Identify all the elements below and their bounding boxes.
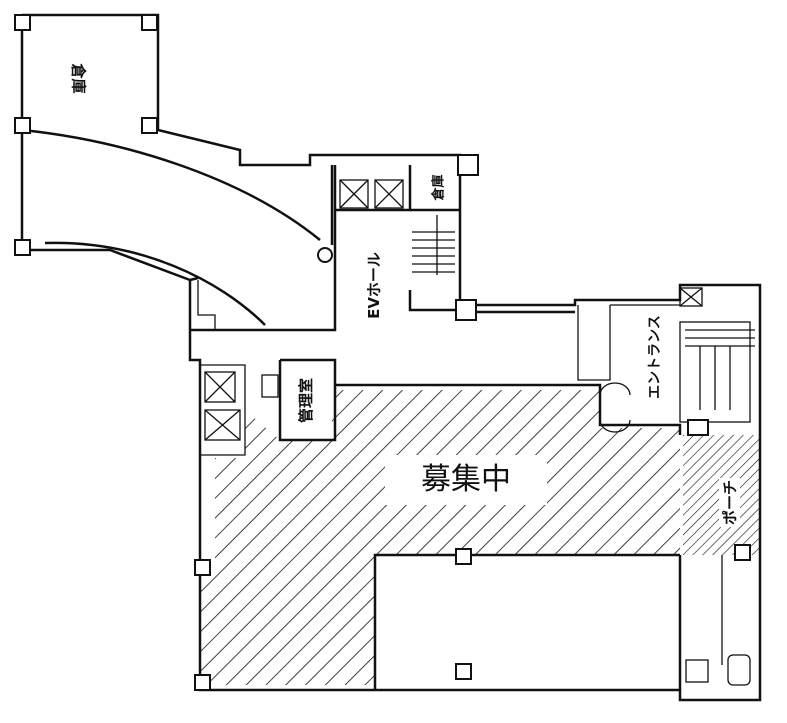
vacancy-area[interactable] [200, 390, 680, 685]
entrance-label: エントランス [646, 315, 663, 399]
vacancy-label: 募集中 [385, 455, 547, 505]
columns [14, 14, 751, 691]
walls [20, 13, 762, 702]
porch-label: ポーチ [719, 477, 741, 528]
storage-small-label: 倉庫 [431, 174, 447, 201]
ev-hall-label: EVホール [364, 252, 383, 319]
management-room-label: 管理室 [297, 377, 316, 424]
storage-large-label: 倉庫 [69, 63, 88, 94]
